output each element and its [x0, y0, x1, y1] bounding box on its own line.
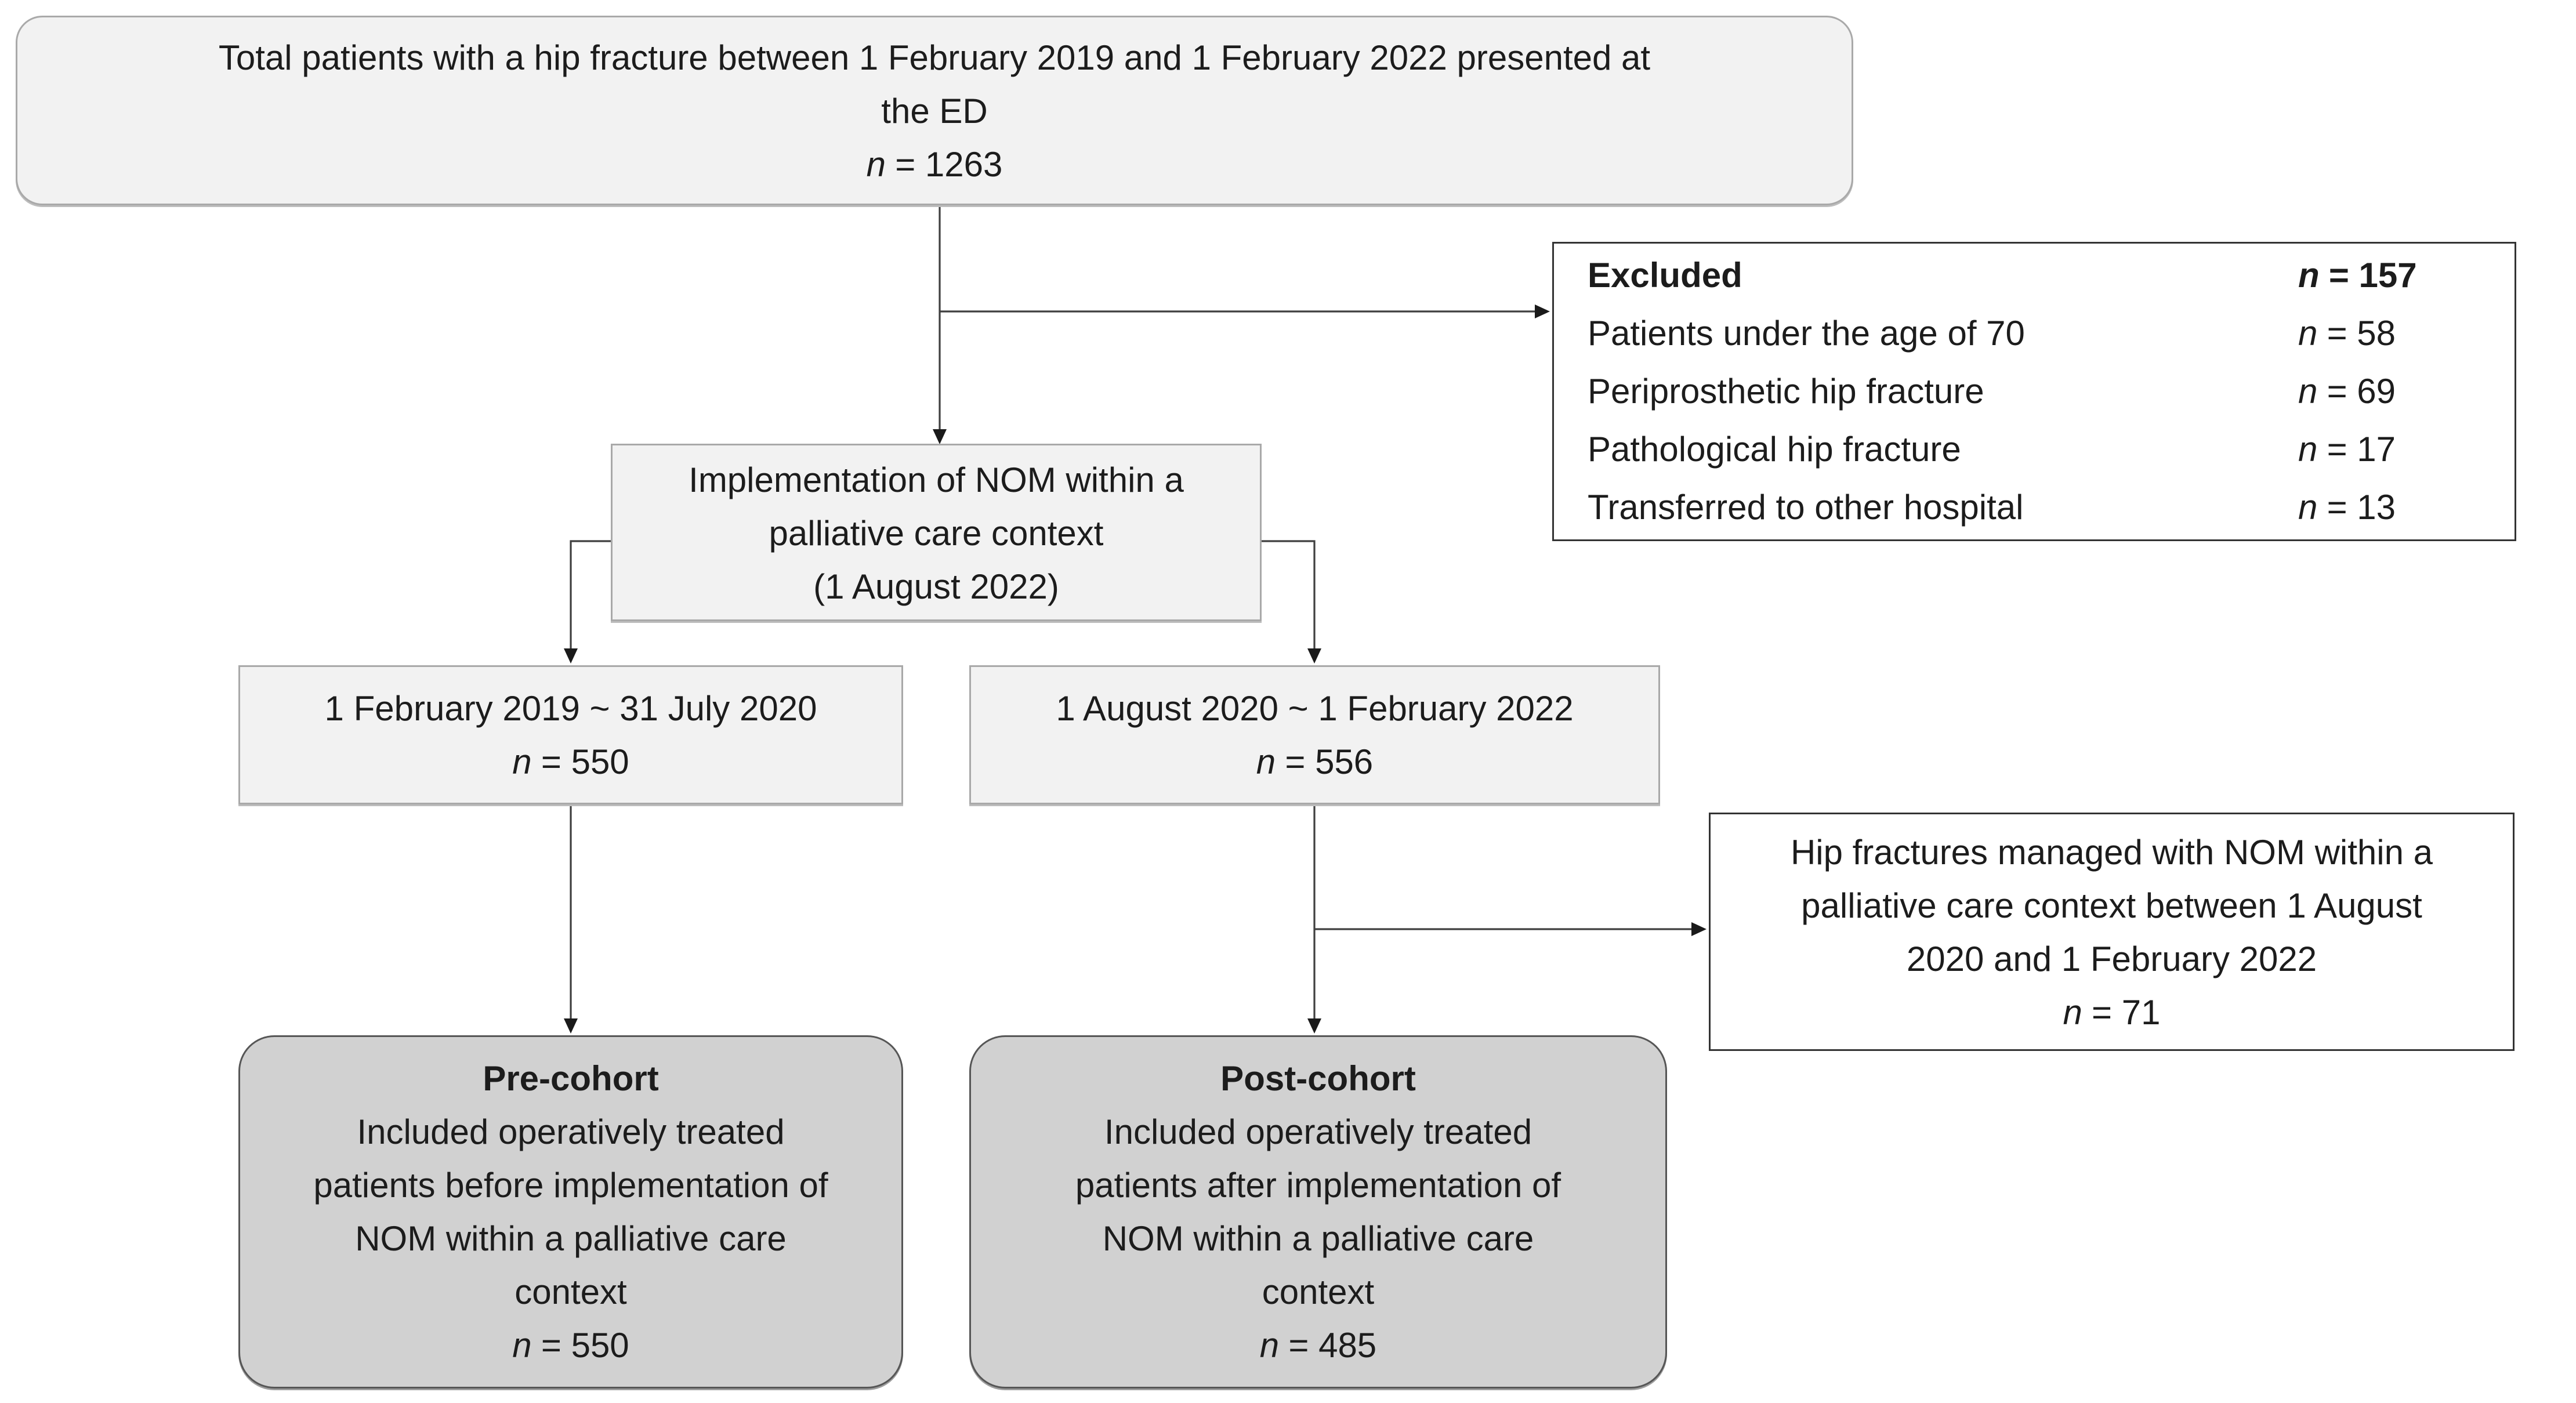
- post-period-range: 1 August 2020 ~ 1 February 2022: [1056, 689, 1574, 728]
- implementation-text-line-1: Implementation of NOM within a: [689, 461, 1184, 499]
- excluded-reason-count: n= 17: [2298, 430, 2396, 469]
- implementation-date: (1 August 2022): [813, 567, 1059, 606]
- post-cohort-box: Post-cohort Included operatively treated…: [969, 1035, 1667, 1389]
- post-cohort-text-line-3: NOM within a palliative care: [1102, 1219, 1534, 1258]
- excluded-reason-label: Transferred to other hospital: [1588, 488, 2024, 527]
- post-cohort-text-line-2: patients after implementation of: [1075, 1166, 1561, 1205]
- implementation-text-line-2: palliative care context: [769, 514, 1104, 553]
- post-cohort-title: Post-cohort: [1220, 1059, 1416, 1098]
- pre-cohort-text-line-2: patients before implementation of: [313, 1166, 828, 1205]
- excluded-reason-row: Pathological hip fracture n= 17: [1588, 420, 2481, 478]
- pre-cohort-text-line-1: Included operatively treated: [357, 1112, 785, 1151]
- nom-count: n= 71: [2063, 993, 2161, 1032]
- arrowhead-pre-period-top: [564, 648, 578, 664]
- connector-implementation-to-pre-period: [570, 540, 612, 655]
- pre-cohort-text-line-3: NOM within a palliative care: [355, 1219, 787, 1258]
- connector-implementation-to-post-period: [1260, 540, 1316, 655]
- arrowhead-excluded-left: [1535, 304, 1550, 318]
- arrowhead-implementation-top: [933, 429, 947, 444]
- excluded-box: Excluded n= 157 Patients under the age o…: [1552, 242, 2516, 541]
- pre-period-range: 1 February 2019 ~ 31 July 2020: [324, 689, 817, 728]
- post-cohort-text-line-1: Included operatively treated: [1104, 1112, 1532, 1151]
- arrowhead-post-period-top: [1307, 648, 1321, 664]
- post-cohort-count: n= 485: [1259, 1326, 1377, 1365]
- excluded-reason-count: n= 58: [2298, 314, 2396, 353]
- arrowhead-nom-left: [1691, 922, 1707, 936]
- post-cohort-text-line-4: context: [1262, 1273, 1375, 1311]
- total-patients-text-line-1: Total patients with a hip fracture betwe…: [218, 38, 1651, 77]
- nom-managed-box: Hip fractures managed with NOM within a …: [1709, 813, 2515, 1051]
- excluded-reason-label: Pathological hip fracture: [1588, 430, 1961, 469]
- total-patients-count: n= 1263: [866, 145, 1003, 184]
- excluded-reason-count: n= 13: [2298, 488, 2396, 527]
- excluded-reason-row: Transferred to other hospital n= 13: [1588, 478, 2481, 536]
- pre-period-box: 1 February 2019 ~ 31 July 2020 n= 550: [238, 665, 903, 804]
- excluded-reason-label: Periprosthetic hip fracture: [1588, 372, 1984, 411]
- arrowhead-pre-cohort-top: [564, 1018, 578, 1034]
- pre-cohort-count: n= 550: [512, 1326, 629, 1365]
- nom-text-line-2: palliative care context between 1 August: [1801, 886, 2422, 925]
- post-period-box: 1 August 2020 ~ 1 February 2022 n= 556: [969, 665, 1660, 804]
- nom-text-line-3: 2020 and 1 February 2022: [1906, 940, 2317, 978]
- total-patients-text-line-2: the ED: [881, 92, 988, 130]
- pre-period-count: n= 550: [512, 742, 629, 781]
- excluded-total-count: n= 157: [2298, 256, 2417, 295]
- excluded-reason-row: Periprosthetic hip fracture n= 69: [1588, 362, 2481, 420]
- total-patients-box: Total patients with a hip fracture betwe…: [16, 16, 1853, 205]
- excluded-reason-count: n= 69: [2298, 372, 2396, 411]
- excluded-title: Excluded: [1588, 256, 1742, 295]
- pre-cohort-title: Pre-cohort: [483, 1059, 659, 1098]
- nom-text-line-1: Hip fractures managed with NOM within a: [1790, 833, 2433, 872]
- excluded-header-row: Excluded n= 157: [1588, 246, 2481, 304]
- excluded-reason-label: Patients under the age of 70: [1588, 314, 2025, 353]
- post-period-count: n= 556: [1256, 742, 1374, 781]
- arrowhead-post-cohort-top: [1307, 1018, 1321, 1034]
- pre-cohort-box: Pre-cohort Included operatively treated …: [238, 1035, 903, 1389]
- pre-cohort-text-line-4: context: [515, 1273, 627, 1311]
- excluded-reason-row: Patients under the age of 70 n= 58: [1588, 304, 2481, 362]
- implementation-box: Implementation of NOM within a palliativ…: [611, 444, 1262, 621]
